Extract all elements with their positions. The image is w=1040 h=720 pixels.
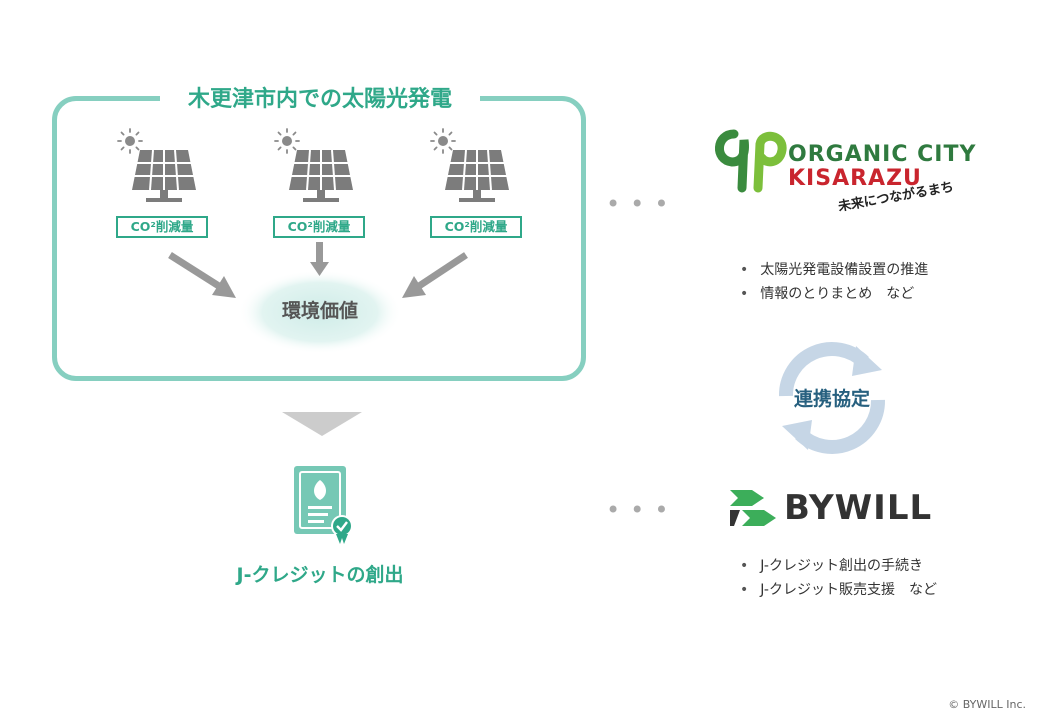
solar-frame-title: 木更津市内での太陽光発電: [160, 82, 480, 118]
cycle-arrows-icon: [778, 342, 886, 454]
list-item: J-クレジット創出の手続き: [740, 554, 937, 578]
flow-arrows: [168, 242, 468, 436]
environment-value-cloud: [238, 270, 402, 354]
copyright: © BYWILL Inc.: [948, 698, 1026, 711]
connector-dots: •••: [606, 496, 679, 524]
j-credit-label: J-クレジットの創出: [236, 564, 404, 586]
list-item: 太陽光発電設備設置の推進: [740, 258, 928, 282]
arrow-right-diagonal: [402, 252, 468, 298]
bywill-logo-text: BYWILL: [784, 488, 933, 528]
organic-city-logo-text: ORGANIC CITY: [788, 142, 977, 167]
list-item: 情報のとりまとめ など: [740, 282, 928, 306]
arrow-down-center: [310, 242, 329, 276]
bywill-roles: J-クレジット創出の手続き J-クレジット販売支援 など: [740, 554, 937, 602]
arrow-left-diagonal: [168, 252, 236, 298]
co2-reduction-badge: CO²削減量: [116, 216, 208, 238]
certificate-icon: [294, 466, 353, 544]
co2-reduction-badge: CO²削減量: [273, 216, 365, 238]
organic-city-roles: 太陽光発電設備設置の推進 情報のとりまとめ など: [740, 258, 928, 306]
organic-city-logo-subtext: KISARAZU: [788, 166, 922, 191]
list-item: J-クレジット販売支援 など: [740, 578, 937, 602]
co2-reduction-badge: CO²削減量: [430, 216, 522, 238]
arrow-down-large: [282, 412, 362, 436]
environment-value-label: 環境価値: [281, 300, 358, 322]
connector-dots: •••: [606, 190, 679, 218]
bywill-logo-icon: [730, 490, 776, 526]
organic-city-logo-mark: [715, 129, 787, 193]
agreement-label: 連携協定: [793, 388, 870, 410]
